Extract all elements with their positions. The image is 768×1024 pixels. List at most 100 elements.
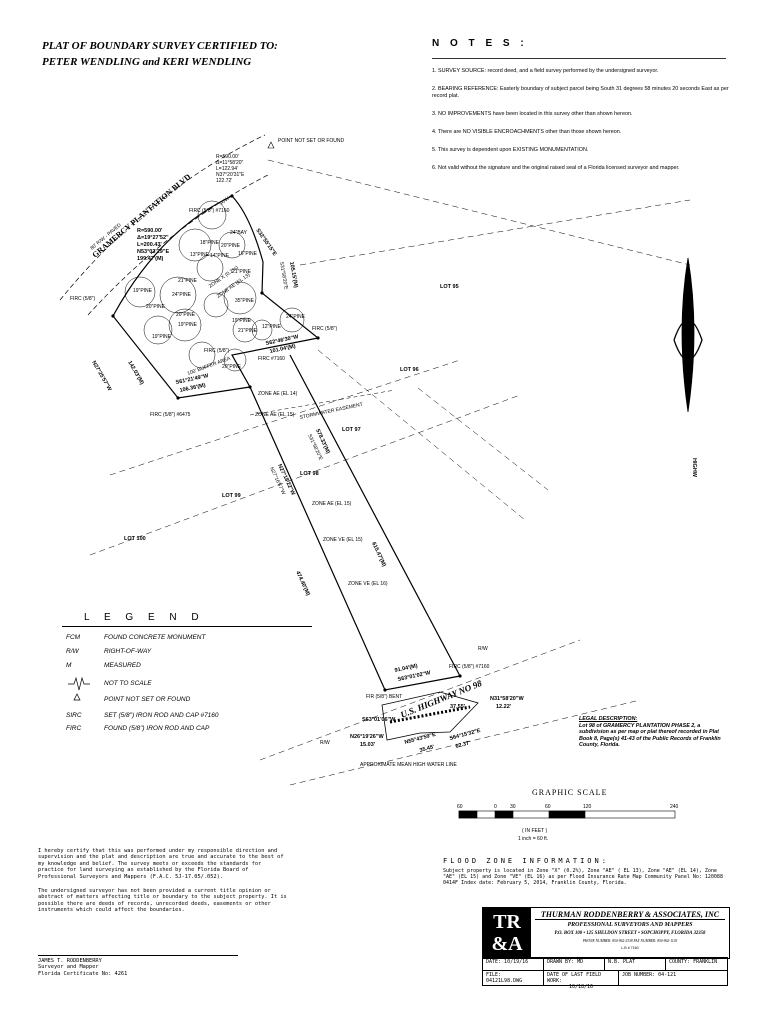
not-to-scale-icon bbox=[68, 676, 90, 691]
info-notebook: N.B. PLAT bbox=[604, 957, 666, 971]
bearing-east-top: S32°55'15"E bbox=[254, 228, 277, 258]
lot-line-100 bbox=[89, 394, 521, 556]
note-item: 5. This survey is dependent upon EXISTIN… bbox=[432, 147, 589, 153]
firm-name: THURMAN RODDENBERRY & ASSOCIATES, INC bbox=[535, 910, 725, 920]
dist-35: 35.45' bbox=[419, 744, 436, 754]
note-item: 4. There are NO VISIBLE ENCROACHMENTS ot… bbox=[432, 129, 622, 135]
tree-label: 20"PINE bbox=[146, 304, 166, 310]
dist-west: 474.40'(M) bbox=[294, 570, 311, 597]
dist-left: 142.03'(M) bbox=[126, 360, 144, 386]
dist-east-top2: 105.15'(M) bbox=[288, 261, 299, 288]
n26-bearing: N26°19'26"W bbox=[350, 734, 384, 740]
dist-15: 15.03' bbox=[360, 742, 376, 748]
parcel-north-boundary bbox=[112, 195, 320, 399]
tree-label: 35"PINE bbox=[235, 298, 255, 304]
stormwater-line bbox=[249, 389, 396, 416]
monument-markers bbox=[111, 194, 462, 692]
s63-bearing: S63°01'06"W bbox=[362, 717, 396, 723]
curve-main-line: Δ=19°27'52" bbox=[137, 235, 169, 241]
dist-62: 62.37' bbox=[455, 740, 472, 750]
info-county: COUNTY: FRANKLIN bbox=[665, 957, 728, 971]
curve-top-line: R=590.00' bbox=[216, 154, 239, 160]
tree-label: 16"PINE bbox=[238, 251, 258, 257]
curve-main-labels: R=590.00' Δ=19°27'52" L=200.43' N53°03'2… bbox=[137, 228, 169, 262]
highway-rw-lower bbox=[289, 699, 641, 786]
tree-label: 14"PINE bbox=[210, 253, 230, 259]
curve-top-labels: R=590.00' Δ=11°58'20" L=122.94' N37°20'3… bbox=[216, 154, 245, 184]
hatched-shoreline bbox=[381, 691, 479, 741]
notes-heading: N O T E S : bbox=[432, 38, 528, 49]
surveyor-cert: Florida Certificate No: 4261 bbox=[38, 970, 128, 977]
point-not-set-label: POINT NOT SET OR FOUND bbox=[278, 138, 345, 144]
legend-symbols bbox=[68, 676, 90, 701]
title-line-1: PLAT OF BOUNDARY SURVEY CERTIFIED TO: bbox=[42, 40, 278, 52]
legend-abbr: M bbox=[66, 662, 72, 669]
firc-label: FIRC (5/8") #7160 bbox=[189, 208, 230, 214]
scale-tick: 30 bbox=[510, 804, 516, 810]
surveyor-certification: I hereby certify that this was performed… bbox=[38, 848, 288, 914]
lot-98-label: LOT 98 bbox=[300, 471, 319, 477]
tree-label: 24"PINE bbox=[172, 292, 192, 298]
firc-label: FIRC (5/8") #7160 bbox=[449, 664, 490, 670]
dist-s62: 101.04'(M) bbox=[269, 344, 296, 355]
graphic-scale-title: GRAPHIC SCALE bbox=[532, 788, 608, 797]
tree-label: 19"PINE bbox=[133, 288, 153, 294]
bearing-east-top2: S31°58'20"E bbox=[278, 261, 289, 290]
note-item: 6. Not valid without the signature and t… bbox=[432, 165, 680, 171]
legend-abbr: R/W bbox=[66, 648, 79, 655]
note-item: 3. NO IMPROVEMENTS have been located in … bbox=[432, 111, 633, 117]
tree-label: 13"PINE bbox=[190, 252, 210, 258]
north-arrow-icon bbox=[673, 257, 703, 413]
scale-ratio: 1 inch = 60 ft. bbox=[518, 836, 548, 842]
lot-line-95-north bbox=[267, 159, 691, 266]
surveyor-name: JAMES T. RODDENBERRY bbox=[38, 958, 102, 964]
rw-label: R/W bbox=[320, 740, 330, 746]
scale-tick: 240 bbox=[670, 804, 679, 810]
zone-ae14-label: ZONE AE (EL 14) bbox=[258, 391, 298, 397]
curve-main-line: 199.47'(M) bbox=[137, 256, 164, 262]
info-file: FILE: 04121L98.DWG bbox=[482, 970, 544, 986]
tree-canopies bbox=[124, 200, 305, 372]
rw-line-lower bbox=[87, 174, 269, 316]
lot-line-95-diag bbox=[299, 199, 691, 266]
legend-desc: FOUND CONCRETE MONUMENT bbox=[104, 634, 206, 641]
logo-bottom: &A bbox=[491, 933, 523, 955]
tree-labels: 24"BAY 18"PINE 20"PINE 16"PINE 13"PINE 1… bbox=[133, 230, 306, 370]
zone-ae15-label: ZONE AE (EL 15) bbox=[312, 501, 352, 507]
lot-line-95-south bbox=[317, 349, 526, 521]
lot-97-label: LOT 97 bbox=[342, 427, 361, 433]
legal-heading: LEGAL DESCRIPTION: bbox=[579, 716, 638, 722]
signature-block: JAMES T. RODDENBERRY Surveyor and Mapper… bbox=[38, 955, 238, 977]
legend-divider bbox=[62, 626, 312, 627]
legend-desc: MEASURED bbox=[104, 662, 141, 669]
legend-desc: SET (5/8") IRON ROD AND CAP #7160 bbox=[104, 712, 219, 719]
scale-unit: ( IN FEET ) bbox=[522, 828, 548, 834]
stormwater-label: STORMWATER EASEMENT bbox=[299, 402, 363, 421]
rw-line-upper bbox=[59, 134, 266, 301]
legend-desc: RIGHT-OF-WAY bbox=[104, 648, 152, 655]
surveyor-role: Surveyor and Mapper bbox=[38, 964, 99, 971]
legal-body: Lot 98 of GRAMERCY PLANTATION PHASE 2, a… bbox=[579, 722, 721, 749]
info-drawn-by: DRAWN BY: MD bbox=[543, 957, 605, 971]
dist-west2: 615.47'(M) bbox=[370, 541, 387, 568]
plat-title: PLAT OF BOUNDARY SURVEY CERTIFIED TO: PE… bbox=[42, 38, 278, 70]
tree-label: 18"PINE bbox=[200, 240, 220, 246]
firm-address: P.O. BOX 100 • 125 SHELDON STREET • SOPC… bbox=[554, 931, 706, 936]
legend-abbr: FIRC bbox=[66, 725, 82, 732]
tree-label: 24"PINE bbox=[286, 314, 306, 320]
point-not-set-triangle bbox=[267, 141, 275, 149]
tree-label: 19"PINE bbox=[152, 334, 172, 340]
n31-bearing: N31°58'20"W bbox=[490, 696, 524, 702]
firc-label: FIRC (5/8") #6475 bbox=[150, 412, 191, 418]
lot-line-97-99 bbox=[109, 359, 461, 476]
dist-12: 12.22' bbox=[496, 704, 512, 710]
tree-label: 19"PINE bbox=[232, 318, 252, 324]
firm-license: L.B # 7160 bbox=[621, 946, 639, 950]
certification-para: I hereby certify that this was performed… bbox=[38, 848, 284, 880]
legend-title: L E G E N D bbox=[84, 612, 205, 623]
scale-tick: 60 bbox=[457, 804, 463, 810]
certification-para: The undersigned surveyor has not been pr… bbox=[38, 888, 287, 914]
info-date: DATE: 10/19/16 bbox=[482, 957, 544, 971]
firm-phone: PHONE NUMBER: 850-962-2538 FAX NUMBER: 8… bbox=[582, 939, 678, 943]
